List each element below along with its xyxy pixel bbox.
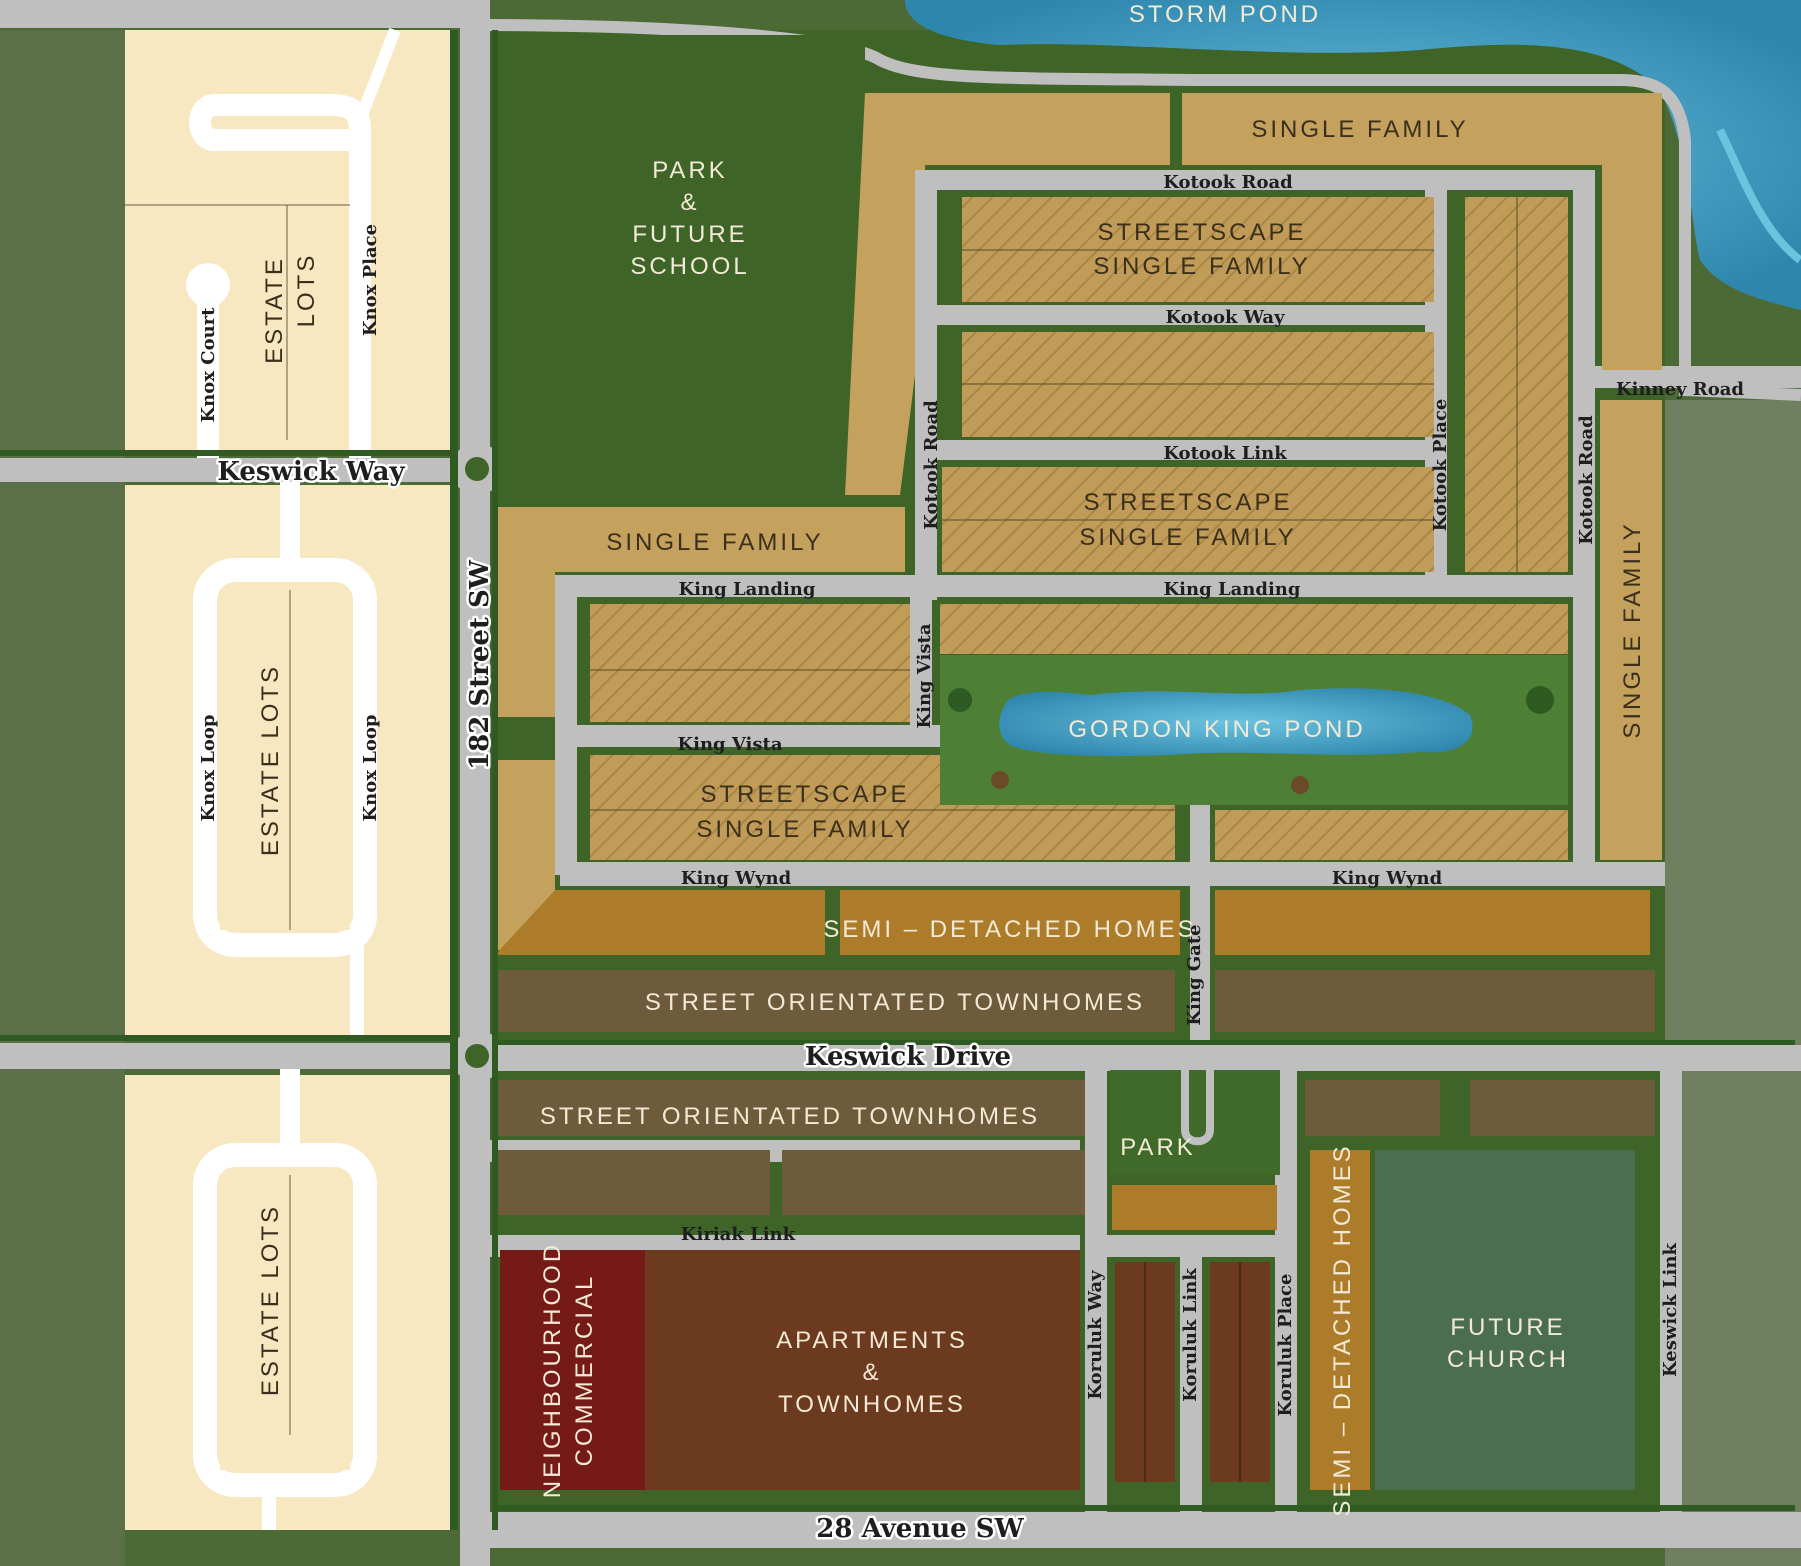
- street-knox-loop-east: Knox Loop: [360, 715, 381, 822]
- street-koruluk-link: Koruluk Link: [1180, 1268, 1201, 1402]
- street-king-vista-h: King Vista: [677, 734, 782, 755]
- estate-lots-bottom-label: ESTATE LOTS: [257, 1204, 284, 1396]
- single-family-blocks: [495, 93, 1662, 950]
- gordon-king-park: [940, 655, 1568, 805]
- east-lots: [1690, 1080, 1801, 1490]
- streetscape-3-line-1: STREETSCAPE: [700, 781, 909, 808]
- area-labels: STORM POND PARK & FUTURE SCHOOL SINGLE F…: [257, 1, 1646, 1517]
- street-knox-court: Knox Court: [198, 307, 219, 423]
- park-school-area: [495, 35, 865, 505]
- street-keswick-drive: Keswick Drive: [805, 1042, 1011, 1072]
- apartments-label-2: &: [862, 1359, 881, 1386]
- east-lots-upper: [1690, 880, 1801, 1035]
- street-king-landing-east: King Landing: [1164, 579, 1301, 600]
- estate-lots-area: [125, 27, 455, 1530]
- street-keswick-way: Keswick Way: [217, 457, 405, 487]
- estate-lots-mid-label: ESTATE LOTS: [257, 664, 284, 856]
- single-family-right-label: SINGLE FAMILY: [1619, 521, 1646, 738]
- park-school-label-2: &: [680, 189, 699, 216]
- storm-pond: [905, 0, 1801, 310]
- storm-pond-label: STORM POND: [1129, 1, 1321, 28]
- street-king-gate: King Gate: [1184, 924, 1205, 1025]
- townhomes-south-label: STREET ORIENTATED TOWNHOMES: [540, 1103, 1040, 1130]
- estate-lots-top-label-1: ESTATE: [261, 256, 288, 364]
- church-block: [1375, 1150, 1635, 1490]
- commercial-label-1: NEIGHBOURHOOD: [539, 1242, 566, 1498]
- streetscape-2-line-1: STREETSCAPE: [1083, 489, 1292, 516]
- street-kiriak-link: Kiriak Link: [681, 1224, 796, 1245]
- street-koruluk-way: Koruluk Way: [1085, 1270, 1106, 1400]
- park-school-label-4: SCHOOL: [630, 253, 749, 280]
- apartments-block: [645, 1250, 1080, 1490]
- gordon-king-pond: [999, 688, 1473, 757]
- streetscape-lots: [590, 197, 1568, 860]
- street-king-landing-west: King Landing: [679, 579, 816, 600]
- church-label-2: CHURCH: [1447, 1346, 1569, 1373]
- west-field: [0, 30, 125, 1566]
- street-knox-place: Knox Place: [360, 224, 381, 336]
- semi-detached-blocks: [495, 890, 1650, 1490]
- street-kotook-road-top: Kotook Road: [1163, 172, 1293, 193]
- commercial-label-2: COMMERCIAL: [571, 1274, 598, 1467]
- streetscape-2-line-2: SINGLE FAMILY: [1079, 524, 1296, 551]
- church-label-1: FUTURE: [1450, 1314, 1565, 1341]
- street-kotook-road-west: Kotook Road: [921, 400, 942, 530]
- estate-lots-top-label-2: LOTS: [293, 253, 320, 328]
- park-label: PARK: [1120, 1134, 1196, 1161]
- street-king-wynd-east: King Wynd: [1332, 868, 1443, 889]
- street-keswick-link: Keswick Link: [1660, 1243, 1681, 1377]
- street-king-vista-v: King Vista: [914, 623, 935, 728]
- street-king-wynd-west: King Wynd: [681, 868, 792, 889]
- park-school-label-3: FUTURE: [632, 221, 747, 248]
- tree-lines: [0, 30, 1795, 1530]
- park-south: [1110, 1070, 1280, 1175]
- single-family-top-label: SINGLE FAMILY: [1251, 116, 1468, 143]
- single-family-left-label: SINGLE FAMILY: [606, 529, 823, 556]
- streetscape-1-line-2: SINGLE FAMILY: [1093, 253, 1310, 280]
- commercial-block: [500, 1250, 645, 1490]
- apartments-label-1: APARTMENTS: [776, 1327, 968, 1354]
- street-182-street-sw: 182 Street SW: [465, 559, 495, 770]
- street-kotook-road-east: Kotook Road: [1576, 415, 1597, 545]
- semi-detached-vertical-label: SEMI – DETACHED HOMES: [1329, 1143, 1356, 1516]
- townhomes-north-label: STREET ORIENTATED TOWNHOMES: [645, 989, 1145, 1016]
- streetscape-3-line-2: SINGLE FAMILY: [696, 816, 913, 843]
- semi-detached-label: SEMI – DETACHED HOMES: [823, 916, 1196, 943]
- apartments-label-3: TOWNHOMES: [778, 1391, 966, 1418]
- street-kotook-way: Kotook Way: [1165, 307, 1285, 328]
- park-school-label-1: PARK: [652, 157, 728, 184]
- streetscape-1-line-1: STREETSCAPE: [1097, 219, 1306, 246]
- street-kotook-link: Kotook Link: [1163, 443, 1287, 464]
- gordon-king-pond-label: GORDON KING POND: [1068, 716, 1365, 743]
- street-kotook-place: Kotook Place: [1430, 399, 1451, 532]
- street-koruluk-place: Koruluk Place: [1275, 1274, 1296, 1417]
- townhome-blocks: [495, 970, 1655, 1482]
- street-labels: Kotook Road Kotook Way Kotook Link Kotoo…: [198, 172, 1744, 1547]
- street-kinney-road: Kinney Road: [1616, 379, 1744, 400]
- street-knox-loop-west: Knox Loop: [198, 715, 219, 822]
- street-28-avenue-sw: 28 Avenue SW: [816, 1514, 1024, 1544]
